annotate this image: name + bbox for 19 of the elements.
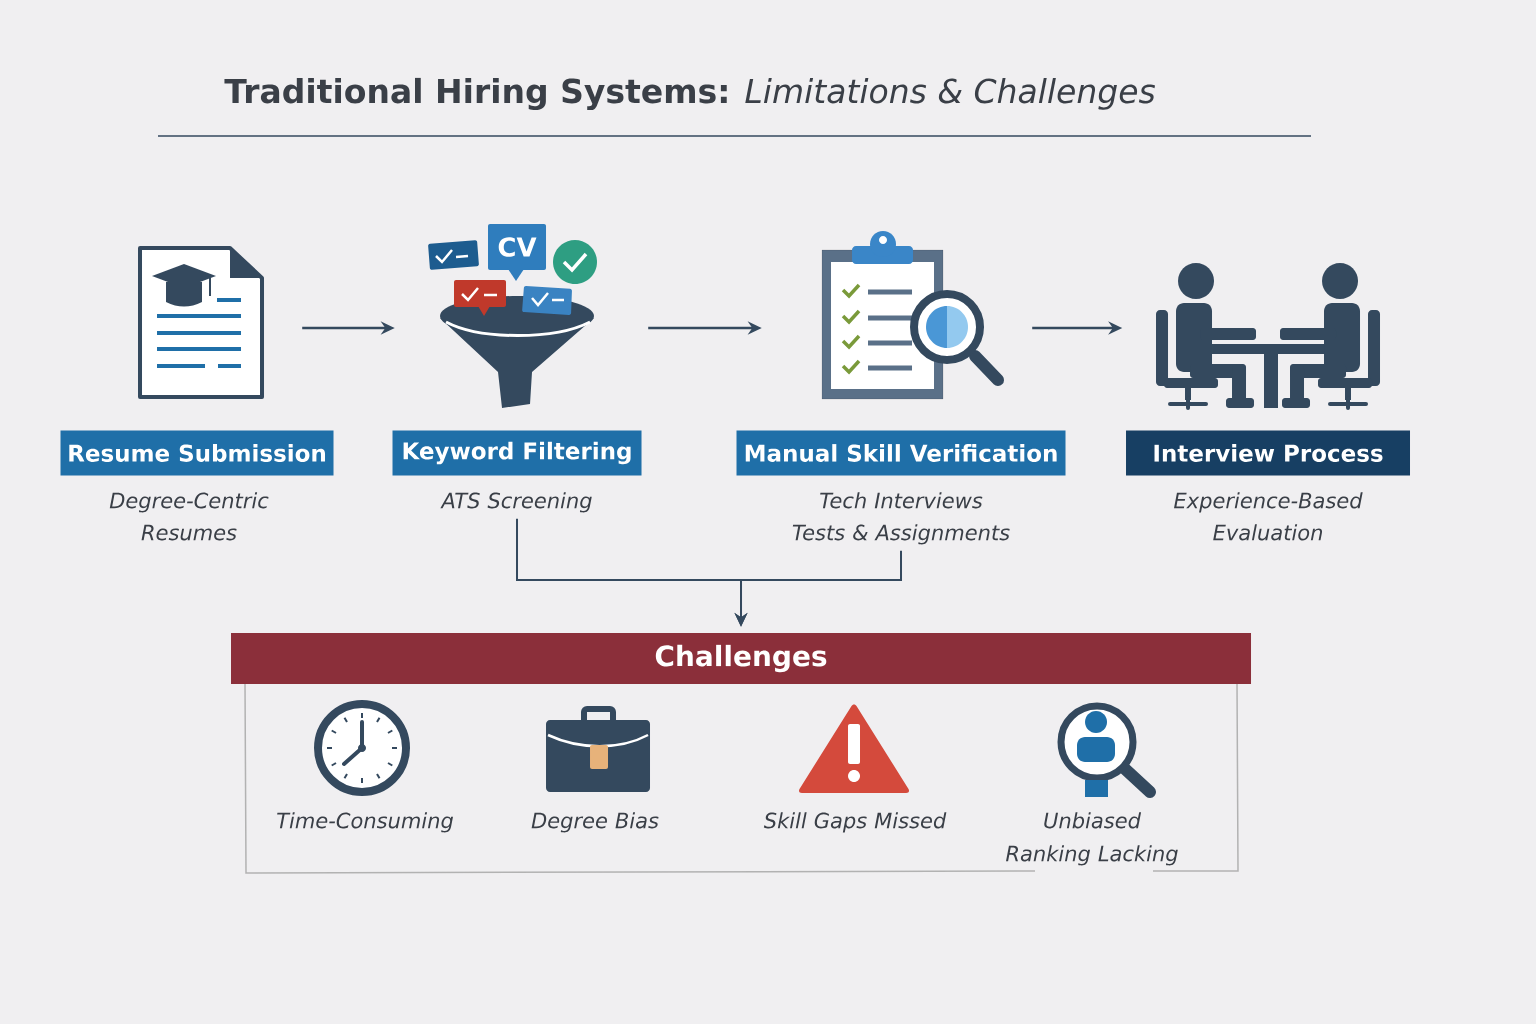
challenges-banner: Challenges (231, 633, 1251, 684)
stage-label-box: Resume Submission (60, 430, 334, 476)
icon-text: CV (498, 237, 537, 257)
funnel-icon (428, 224, 597, 408)
challenge-label: Skill Gaps Missed (763, 812, 947, 833)
challenge-label: Unbiased Ranking Lacking (1006, 812, 1178, 866)
meeting-icon (1156, 263, 1380, 410)
stage-label-box: Interview Process (1126, 430, 1410, 476)
stage-caption: ATS Screening (440, 492, 592, 513)
document-icon (138, 246, 264, 399)
title: Traditional Hiring Systems: Limitations & Challenges (224, 77, 1156, 111)
challenge-label: Time-Consuming (277, 812, 453, 833)
stage-label-box: Manual Skill Verification (736, 430, 1066, 476)
stage-caption: Degree-Centric Resumes (109, 492, 269, 541)
challenge-label: Degree Bias (531, 812, 659, 833)
stage-caption: Tech Interviews Tests & Assignments (792, 492, 1010, 545)
stage-caption: Experience-Based Evaluation (1174, 492, 1363, 541)
clipboard-icon (821, 231, 1004, 400)
stage-label-box: Keyword Filtering (392, 430, 642, 476)
